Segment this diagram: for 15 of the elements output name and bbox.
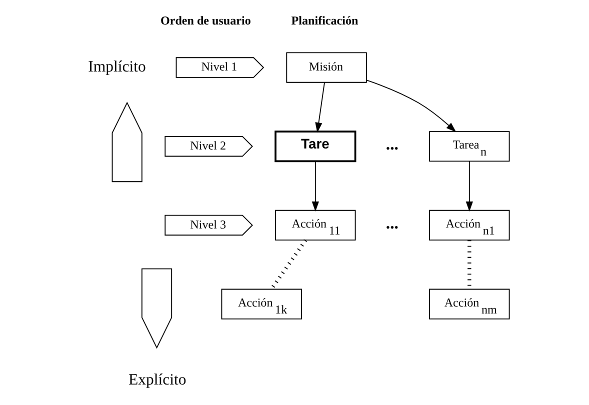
arrow [314, 82, 324, 133]
node-arrow [140, 268, 172, 349]
label: Planificación [290, 13, 358, 28]
label: ... [385, 134, 398, 154]
label: Explícito [128, 371, 186, 388]
connector [269, 239, 307, 290]
label: Orden de usuario [160, 13, 250, 28]
arrow [366, 80, 456, 132]
label: Implícito [88, 58, 146, 76]
label: ... [385, 213, 398, 232]
arrow [465, 160, 472, 212]
node-box: Tare [274, 130, 356, 162]
node-box: Misión [286, 52, 366, 83]
node-arrow [111, 102, 142, 182]
arrow [311, 160, 318, 212]
